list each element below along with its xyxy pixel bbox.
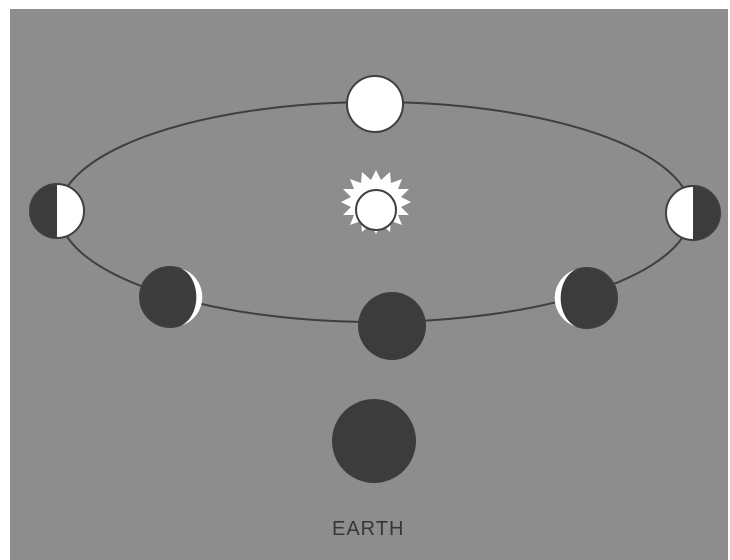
sun-icon bbox=[341, 170, 411, 234]
earth-label: EARTH bbox=[332, 518, 404, 541]
moon-first-quarter-left bbox=[30, 184, 84, 238]
moon-waning-crescent-right bbox=[555, 268, 617, 328]
moon-last-quarter-right bbox=[666, 186, 720, 240]
moon-new bbox=[358, 292, 426, 360]
moon-full bbox=[347, 76, 403, 132]
earth-icon bbox=[332, 399, 416, 483]
moon-waxing-crescent-left bbox=[140, 267, 202, 327]
